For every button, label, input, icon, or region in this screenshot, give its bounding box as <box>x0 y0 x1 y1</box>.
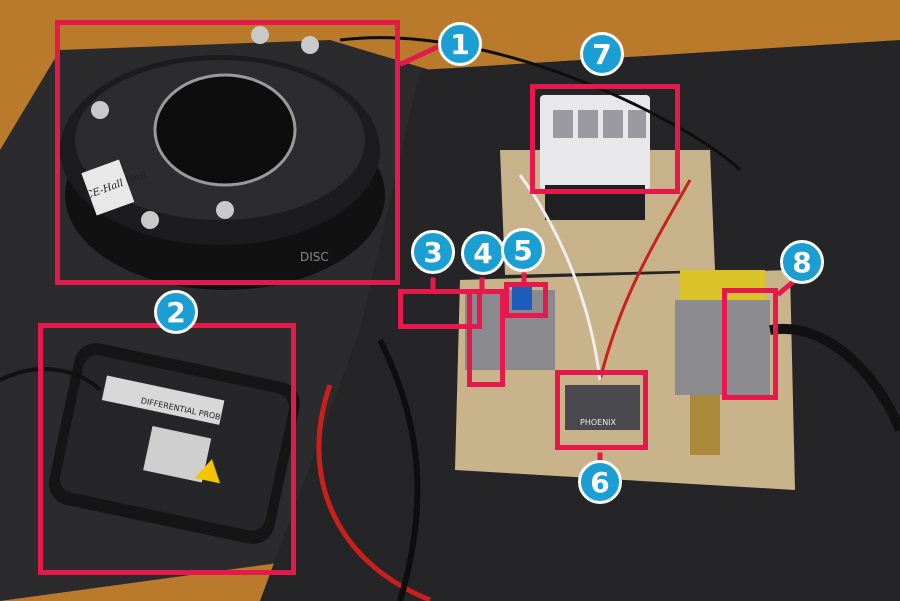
bolt-1 <box>251 26 269 44</box>
wire-red-1 <box>316 384 431 601</box>
callout-badge-2: 2 <box>154 290 198 334</box>
callout-box-8 <box>722 288 778 400</box>
wire-red-2 <box>598 179 692 381</box>
callout-badge-5: 5 <box>501 228 545 272</box>
wire-black-3 <box>0 367 102 392</box>
callout-badge-7: 7 <box>580 32 624 76</box>
leader-line-5 <box>521 272 527 287</box>
leader-line-4 <box>479 277 485 294</box>
wire-black-2 <box>769 323 900 432</box>
callout-badge-1: 1 <box>438 22 482 66</box>
bolt-4 <box>216 201 234 219</box>
connector-plug-body <box>565 385 640 430</box>
callout-badge-6: 6 <box>578 460 622 504</box>
leader-line-3 <box>430 277 436 294</box>
callout-box-2 <box>38 323 296 575</box>
wire-white <box>518 174 602 381</box>
bolt-5 <box>141 211 159 229</box>
callout-badge-4: 4 <box>461 231 505 275</box>
callout-badge-3: 3 <box>411 230 455 274</box>
wire-black-top <box>339 36 742 172</box>
disc-label-sticker <box>81 159 135 216</box>
disc-hole <box>153 73 297 187</box>
callout-box-6 <box>555 370 648 450</box>
terminal-blue-part <box>512 285 532 310</box>
bolt-2 <box>301 36 319 54</box>
bolt-3 <box>91 101 109 119</box>
callout-box-4 <box>467 289 505 387</box>
disc-label-text: DISC <box>300 250 329 264</box>
wire-black-1 <box>377 338 421 601</box>
connector-label-text: PHOENIX <box>580 418 617 427</box>
callout-box-3 <box>398 289 482 329</box>
probe-body <box>48 342 300 544</box>
callout-box-7 <box>530 84 680 194</box>
callout-box-1 <box>55 20 400 285</box>
callout-badge-8: 8 <box>780 240 824 284</box>
din-rail <box>690 395 720 455</box>
callout-box-5 <box>504 282 548 318</box>
